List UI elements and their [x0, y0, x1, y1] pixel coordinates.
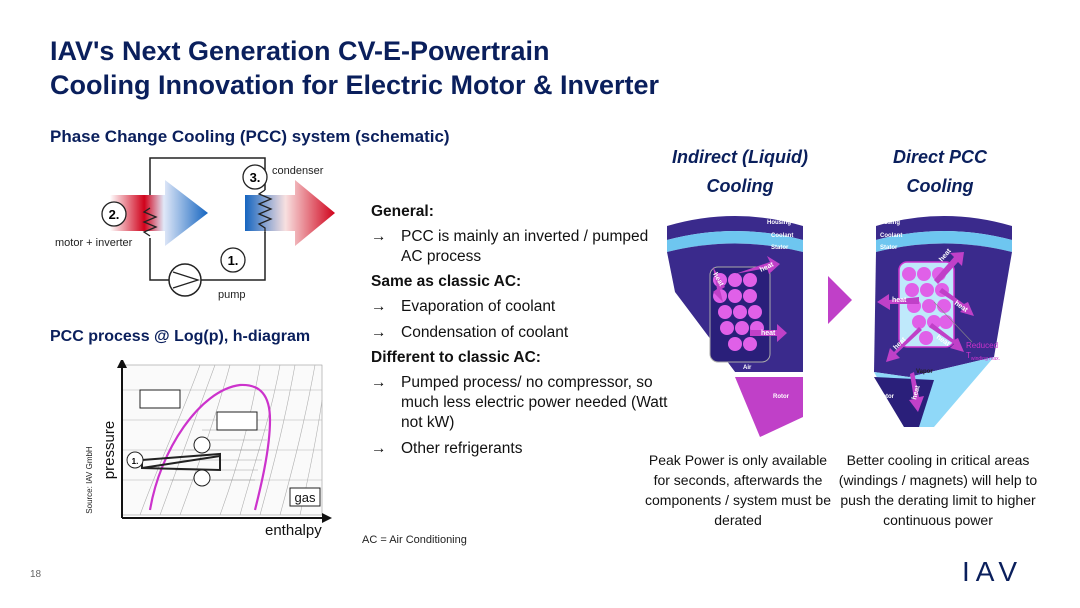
direct-housing-label: Housing [876, 220, 900, 226]
diagram-marker: 1. [132, 457, 139, 466]
arrow-icon: → [371, 374, 387, 391]
general-heading: General: [371, 203, 434, 220]
reduced-label: Reduced [966, 341, 998, 350]
condenser-label: condenser [272, 165, 324, 177]
title-line-1: IAV's Next Generation CV-E-Powertrain [50, 36, 550, 66]
same-heading: Same as classic AC: [371, 273, 522, 290]
t-winding-label: Twinding max. [966, 351, 1000, 362]
schematic-label-3: 3. [250, 170, 261, 185]
schematic-heading: Phase Change Cooling (PCC) system (schem… [50, 127, 450, 146]
pump-label: pump [218, 289, 246, 301]
direct-cooling-wedge: Housing Coolant Stator Vapor Rotor heat … [874, 216, 1012, 427]
indirect-housing-label: Housing [767, 220, 791, 226]
bullet-general-1: →PCC is mainly an inverted / pumped AC p… [371, 228, 649, 265]
footnote: AC = Air Conditioning [362, 534, 467, 546]
direct-vapor-label: Vapor [916, 369, 933, 375]
bullet-panel: General: →PCC is mainly an inverted / pu… [371, 203, 671, 465]
page-number: 18 [30, 569, 42, 580]
title-line-2: Cooling Innovation for Electric Motor & … [50, 70, 660, 100]
indirect-cooling-wedge: Housing Coolant Stator Air Rotor heat he… [667, 216, 803, 437]
bullet-same-2: →Condensation of coolant [371, 324, 569, 341]
arrow-icon: → [371, 298, 387, 315]
indirect-title: Indirect (Liquid)Cooling [672, 147, 808, 196]
transition-arrow-icon [828, 276, 852, 324]
x-axis-label: enthalpy [265, 522, 322, 539]
gas-label: gas [295, 490, 316, 505]
direct-heat-label: heat [892, 297, 907, 304]
iav-logo: IAV [962, 556, 1024, 587]
source-label: Source: IAV GmbH [85, 446, 94, 514]
page-title: IAV's Next Generation CV-E-Powertrain Co… [50, 34, 659, 102]
diagram-heading: PCC process @ Log(p), h-diagram [50, 328, 311, 345]
bullet-diff-2: →Other refrigerants [371, 440, 523, 457]
indirect-rotor-label: Rotor [773, 394, 790, 400]
direct-coolant-label: Coolant [880, 233, 902, 239]
direct-heat-label: heat [911, 384, 922, 400]
indirect-air-label: Air [743, 365, 752, 371]
logp-h-diagram: 1. gas enthalpy pressure Source: IAV Gmb… [85, 360, 332, 539]
arrow-icon: → [371, 324, 387, 341]
motor-inverter-label: motor + inverter [55, 237, 133, 249]
diff-heading: Different to classic AC: [371, 349, 541, 366]
arrow-icon: → [371, 440, 387, 457]
y-axis-label: pressure [101, 421, 118, 479]
direct-rotor-label: Rotor [878, 394, 895, 400]
pump-icon [168, 263, 202, 297]
bullet-same-1: →Evaporation of coolant [371, 298, 556, 315]
schematic-label-1: 1. [228, 253, 239, 268]
indirect-coolant-label: Coolant [771, 233, 793, 239]
indirect-stator-label: Stator [771, 245, 789, 251]
arrow-icon: → [371, 228, 387, 245]
indirect-heat-label: heat [761, 330, 776, 337]
bullet-diff-1: →Pumped process/ no compressor, so much … [371, 374, 668, 431]
direct-stator-label: Stator [880, 245, 898, 251]
direct-caption: Better cooling in critical areas (windin… [838, 452, 1038, 528]
schematic-label-2: 2. [109, 207, 120, 222]
pcc-schematic: 2. 3. 1. condenser motor + inverter pump [55, 157, 335, 301]
indirect-caption: Peak Power is only available for seconds… [645, 452, 831, 528]
